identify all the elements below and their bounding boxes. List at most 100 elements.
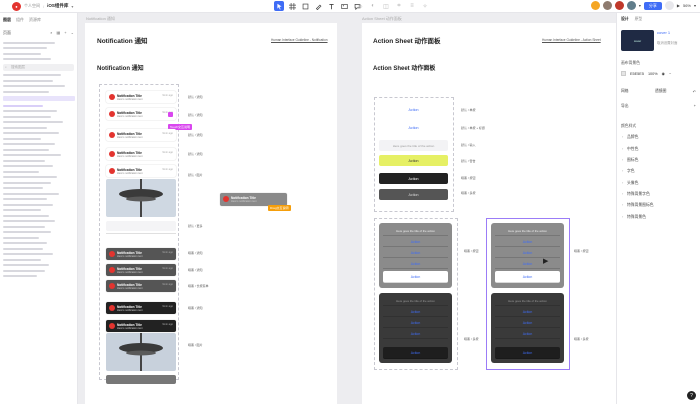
- notification-card[interactable]: Notification Title Here's notification t…: [106, 108, 176, 120]
- tab-layers[interactable]: 图层: [3, 17, 11, 22]
- layer-item[interactable]: [3, 170, 39, 173]
- sheet-action[interactable]: Action: [383, 318, 448, 328]
- boolean-icon[interactable]: ◫: [383, 3, 389, 10]
- action-button-warning[interactable]: Action: [379, 155, 448, 166]
- zoom-level[interactable]: 56%: [682, 3, 691, 8]
- avatar[interactable]: [590, 1, 600, 10]
- layer-item[interactable]: [3, 275, 37, 277]
- layer-item[interactable]: [3, 258, 41, 261]
- share-button[interactable]: 分享: [643, 1, 662, 10]
- layer-item[interactable]: [3, 242, 47, 244]
- layer-item[interactable]: [3, 143, 55, 145]
- action-button-dark-alt[interactable]: Action: [379, 189, 448, 200]
- page-item[interactable]: [3, 47, 47, 49]
- color-style-item[interactable]: 字色: [617, 166, 700, 177]
- action-sheet-outline[interactable]: [374, 218, 458, 370]
- layer-item[interactable]: [3, 115, 51, 118]
- plugin-icon[interactable]: ✧: [422, 3, 428, 10]
- layer-item[interactable]: [3, 264, 49, 266]
- layer-item[interactable]: [3, 126, 47, 129]
- mask-icon[interactable]: ◐: [371, 3, 375, 9]
- page-item[interactable]: [3, 58, 51, 60]
- layer-item[interactable]: [3, 79, 53, 82]
- touch-annotation-tag[interactable]: Touch交互说明: [168, 124, 193, 130]
- sheet-action[interactable]: Action: [383, 329, 448, 339]
- layer-item[interactable]: [3, 121, 63, 123]
- layer-item[interactable]: [3, 247, 43, 250]
- notification-guideline-link[interactable]: Human Interface Guideline - Notification: [271, 38, 328, 42]
- selection-box[interactable]: [486, 218, 570, 370]
- color-style-item[interactable]: 特殊背景色: [617, 212, 700, 223]
- crop-icon[interactable]: ⌗: [397, 2, 401, 9]
- layer-item[interactable]: [3, 220, 55, 222]
- avatar[interactable]: [614, 1, 624, 10]
- layer-item[interactable]: [3, 132, 59, 134]
- align-icon[interactable]: ≡: [410, 3, 414, 9]
- layer-item[interactable]: [3, 90, 49, 93]
- help-icon[interactable]: ?: [687, 391, 696, 400]
- dark-more-actions-row[interactable]: [106, 375, 176, 384]
- color-style-item[interactable]: 特殊背景图标色: [617, 200, 700, 211]
- chevron-down-icon[interactable]: ▾: [693, 3, 696, 8]
- cover-name[interactable]: cover 1: [657, 30, 671, 35]
- notification-card-black[interactable]: Notification Title Here's notification t…: [106, 302, 176, 314]
- sheet-action[interactable]: Action: [495, 307, 560, 317]
- frame-tool-icon[interactable]: [287, 1, 297, 11]
- chevron-down-icon[interactable]: ▾: [71, 3, 74, 9]
- notification-card-black[interactable]: Notification Title Here's notification t…: [106, 320, 176, 332]
- comment-tool-icon[interactable]: [352, 1, 362, 11]
- play-icon[interactable]: ▶: [676, 3, 680, 8]
- action-button[interactable]: Action: [379, 104, 448, 115]
- sheet-action[interactable]: Action: [383, 237, 448, 247]
- add-icon[interactable]: +: [64, 30, 67, 35]
- bg-hex[interactable]: E5E5E5: [630, 71, 644, 76]
- tab-components[interactable]: 组件: [16, 17, 24, 22]
- layer-item[interactable]: [3, 187, 43, 189]
- user-avatar[interactable]: [664, 1, 674, 10]
- layer-item[interactable]: [3, 225, 45, 228]
- grid-icon[interactable]: ▦: [56, 30, 61, 35]
- notification-card[interactable]: Notification Title Here's notification t…: [106, 148, 176, 160]
- notification-card-dark[interactable]: Notification Title Here's notification t…: [106, 264, 176, 276]
- sheet-cancel[interactable]: Action: [383, 271, 448, 283]
- drag-annotation-tag[interactable]: Drag交互说明: [268, 205, 291, 211]
- search-icon[interactable]: ⌕: [50, 30, 53, 35]
- sheet-action[interactable]: Action: [495, 259, 560, 269]
- rectangle-tool-icon[interactable]: [300, 1, 310, 11]
- color-style-item[interactable]: 中性色: [617, 143, 700, 154]
- grid-value[interactable]: 透镜图: [655, 89, 667, 93]
- component-icon[interactable]: ◇: [357, 3, 363, 10]
- avatar[interactable]: [626, 1, 636, 10]
- notification-card-dark[interactable]: Notification Title Here's notification t…: [106, 248, 176, 260]
- undo-icon[interactable]: ↶: [692, 90, 696, 94]
- action-button-outline[interactable]: [374, 97, 454, 212]
- layer-item[interactable]: [3, 203, 53, 206]
- layer-item[interactable]: [3, 176, 57, 178]
- dragging-notification-card[interactable]: Notification Title Here's notification t…: [220, 193, 287, 206]
- text-tool-icon[interactable]: [326, 1, 336, 11]
- color-style-item[interactable]: 头像色: [617, 178, 700, 189]
- action-sheet-light-hover[interactable]: Here goes the title of the action Action…: [491, 223, 564, 288]
- notification-card[interactable]: Notification Title Here's notification t…: [106, 91, 176, 103]
- sheet-action[interactable]: Action: [495, 248, 560, 258]
- action-input[interactable]: Here goes the title of the action: [379, 140, 448, 151]
- file-title[interactable]: iOS组件库: [47, 3, 69, 8]
- color-style-item[interactable]: 特殊背景字色: [617, 189, 700, 200]
- pen-tool-icon[interactable]: [313, 1, 323, 11]
- design-canvas[interactable]: Notification 通知 Action Sheet 动作面板 Notifi…: [78, 13, 616, 404]
- sheet-cancel[interactable]: Action: [495, 271, 560, 283]
- sheet-cancel[interactable]: Action: [383, 347, 448, 359]
- sheet-action[interactable]: Action: [495, 329, 560, 339]
- sheet-action[interactable]: Action: [495, 237, 560, 247]
- layer-item[interactable]: [3, 74, 61, 76]
- sheet-action[interactable]: Action: [383, 248, 448, 258]
- canvas-bg-color[interactable]: E5E5E5 100% ◉ −: [617, 69, 700, 78]
- action-sheet-guideline-link[interactable]: Human Interface Guideline - Action Sheet: [542, 38, 601, 42]
- tab-design[interactable]: 设计: [621, 17, 629, 21]
- layer-item[interactable]: [3, 231, 51, 233]
- notification-card[interactable]: Notification Title Here's notification t…: [106, 129, 176, 141]
- layer-item[interactable]: [3, 148, 49, 151]
- layer-item[interactable]: [3, 85, 65, 87]
- layer-item[interactable]: [3, 209, 41, 211]
- color-swatch[interactable]: [621, 71, 626, 76]
